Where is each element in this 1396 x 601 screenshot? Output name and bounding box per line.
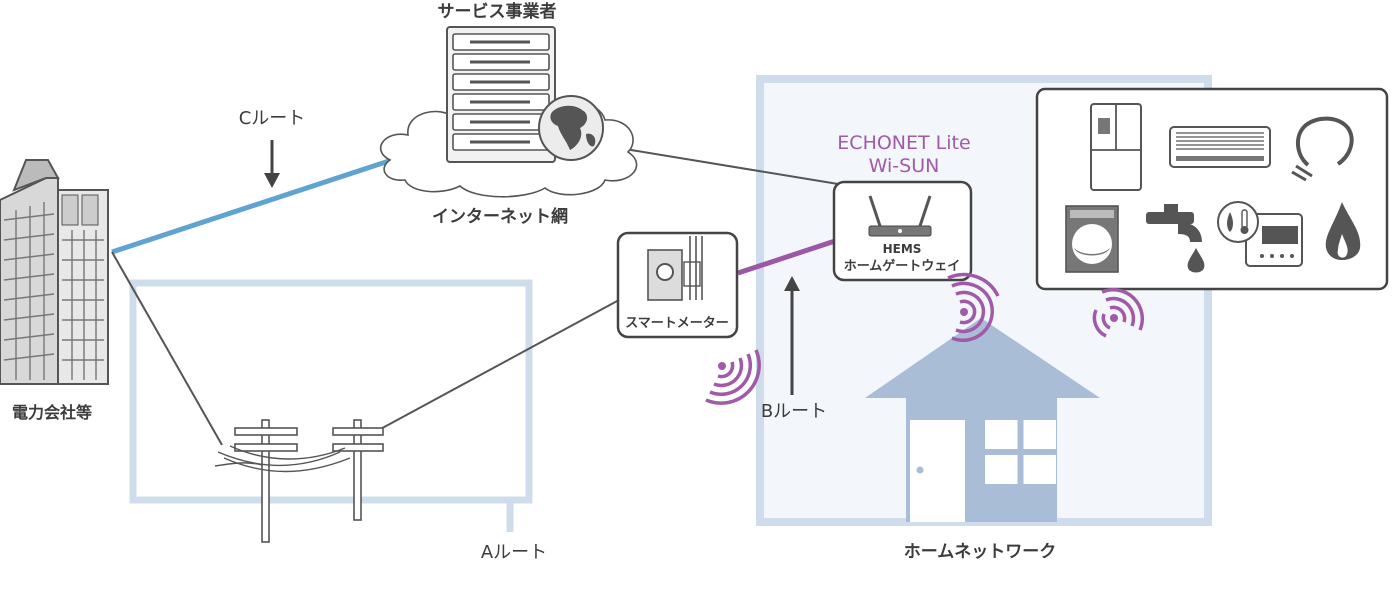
server-rack-icon [446,26,556,163]
utility-pole-icon [214,419,384,543]
route-c-arrow [264,140,280,188]
connection-lines [111,148,839,446]
service-provider-label: サービス事業者 [438,1,557,22]
home-network-label: ホームネットワーク [904,542,1057,562]
route-c-label: Cルート [239,108,306,129]
route-a-frame [129,279,533,532]
smart-meter-icon [616,231,739,339]
route-b-line [737,238,836,276]
light-bulb-icon [1291,116,1354,182]
appliances-panel [1035,87,1389,291]
gas-flame-icon [1325,202,1361,261]
globe-icon [538,95,604,161]
protocol-label-echonet: ECHONET Lite [837,132,970,154]
refrigerator-icon [1090,103,1142,191]
smart-meter-label: スマートメーター [625,316,729,331]
route-a-label: Aルート [481,542,547,563]
hems-gateway-label: ホームゲートウェイ [844,258,961,274]
faucet-icon [1146,204,1205,273]
router-icon [868,195,932,237]
protocol-label-wisun: Wi-SUN [869,155,940,177]
internet-to-hems-line [624,148,839,185]
building-to-pole-line [111,251,223,446]
house-icon [865,318,1100,522]
wireless-signal-icon [705,272,1145,405]
internet-label: インターネット網 [432,206,568,227]
route-b-label: Bルート [761,401,827,422]
air-conditioner-icon [1169,126,1271,168]
route-c-line [111,157,393,255]
power-company-label: 電力会社等 [12,403,92,422]
route-b-arrow [784,276,800,395]
water-heater-panel-icon [1217,201,1303,267]
pole-to-meter-line [374,299,620,433]
office-building-icon [0,159,109,385]
hems-label: HEMS [883,242,922,256]
hems-gateway-icon [832,180,973,282]
washing-machine-icon [1065,205,1119,273]
